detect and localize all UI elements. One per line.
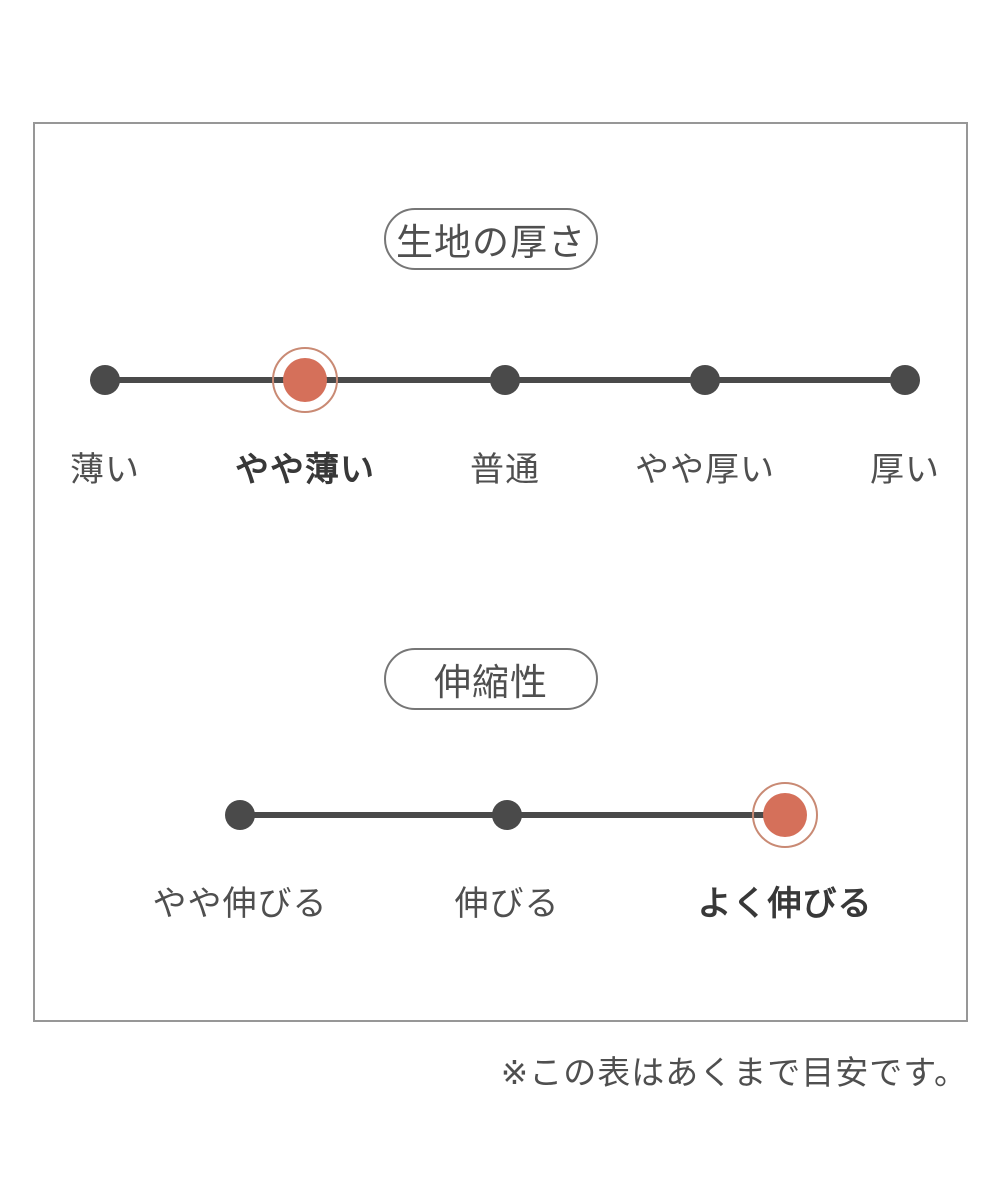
stretch-title-pill: 伸縮性 [384,648,598,710]
stretch-selected-ring [752,782,818,848]
thickness-selected-dot [283,358,327,402]
thickness-label-slightly-thin: やや薄い [235,451,375,489]
thickness-selected-ring [272,347,338,413]
thickness-dot-thick [890,365,920,395]
thickness-label-normal: 普通 [470,451,540,489]
stretch-dot-somewhat [225,800,255,830]
fabric-thickness-title: 生地の厚さ [396,222,586,263]
thickness-dot-thin [90,365,120,395]
stretch-selected-dot [763,793,807,837]
thickness-label-slightly-thick: やや厚い [635,451,775,489]
thickness-label-thin: 薄い [70,451,140,489]
fabric-thickness-title-pill: 生地の厚さ [384,208,598,270]
stretch-label-somewhat: やや伸びる [152,885,328,923]
stretch-title: 伸縮性 [434,662,548,703]
stretch-dot-stretches [492,800,522,830]
disclaimer-note: ※この表はあくまで目安です。 [500,1054,968,1091]
spec-chart-box: 生地の厚さ 薄い やや薄い 普通 やや厚い 厚い 伸縮性 [33,122,968,1022]
thickness-label-thick: 厚い [870,451,940,489]
thickness-dot-slightly-thick [690,365,720,395]
stretch-label-stretches: 伸びる [454,885,560,923]
thickness-dot-normal [490,365,520,395]
stretch-label-stretches-well: よく伸びる [697,885,873,923]
